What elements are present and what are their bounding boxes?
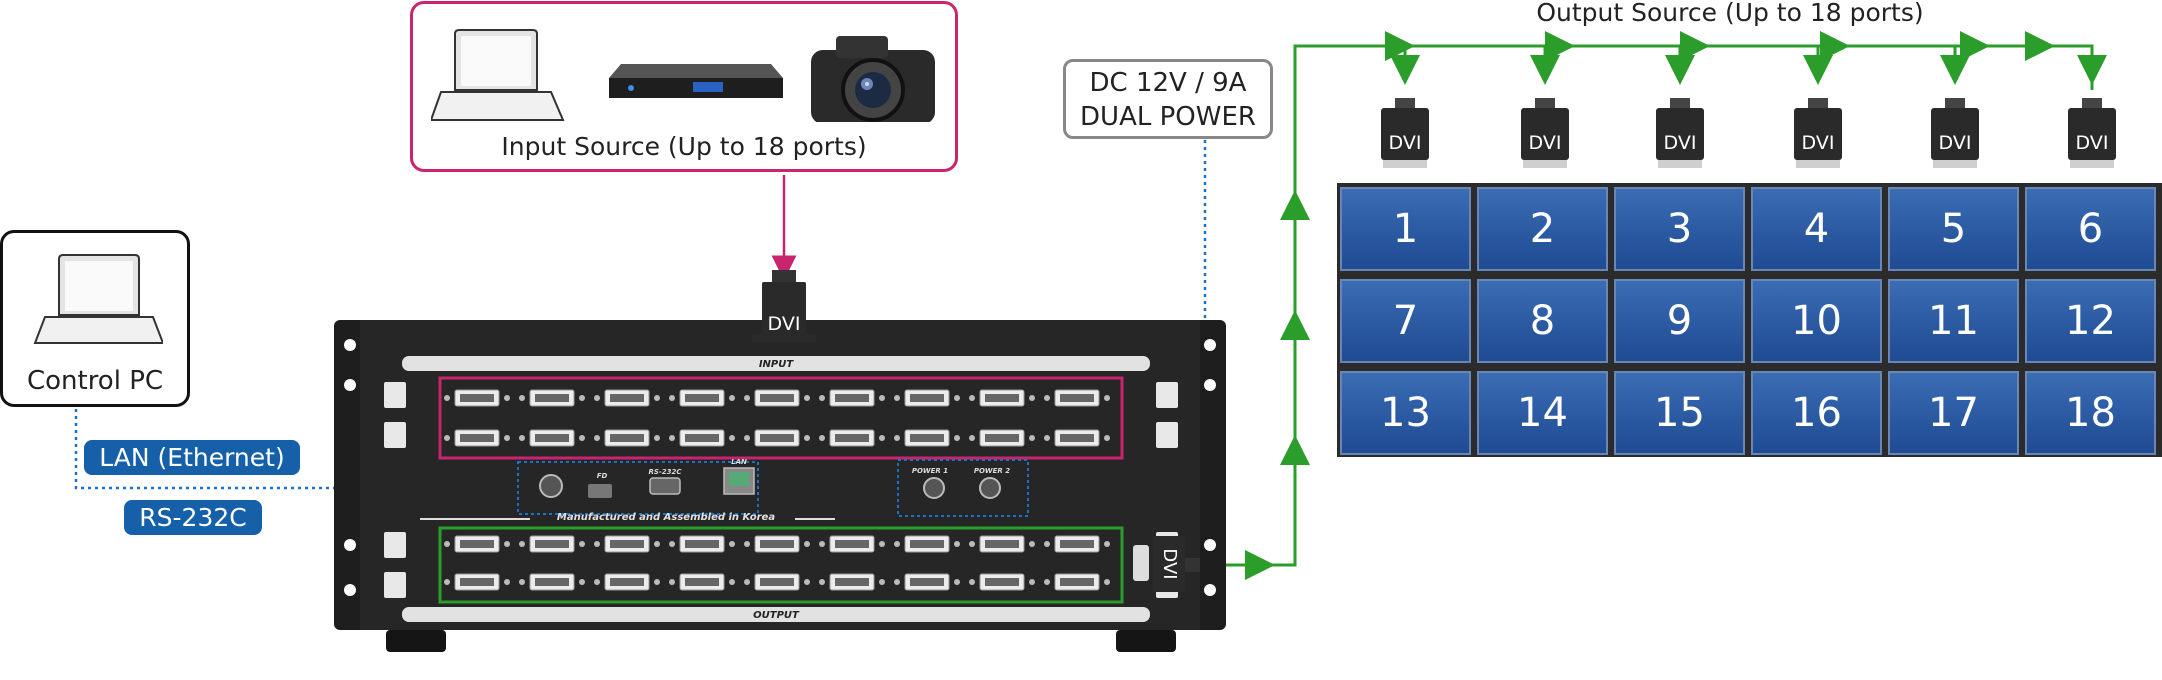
output-wiring (1200, 31, 2107, 580)
chassis-dvi-port (969, 429, 1035, 447)
screen-8: 8 (1477, 279, 1608, 363)
chassis-dvi-port (594, 573, 660, 591)
screen-1: 1 (1340, 187, 1471, 271)
screen-7: 7 (1340, 279, 1471, 363)
chassis-dvi-port (1044, 389, 1110, 407)
media-player-icon (609, 64, 783, 98)
input-source-label: Input Source (Up to 18 ports) (501, 132, 867, 161)
screen-13: 13 (1340, 371, 1471, 455)
screen-dvi-connectors: DVI DVI DVI DVI DVI DVI (1381, 98, 2116, 168)
chassis-dvi-port (519, 389, 585, 407)
chassis-rs232c-label: RS-232C (648, 468, 682, 476)
chassis-dvi-port (744, 429, 810, 447)
output-dvi-label: DVI (1159, 548, 1180, 579)
control-connection-line (74, 395, 520, 490)
chassis-dvi-port (894, 389, 960, 407)
chassis-output-label: OUTPUT (753, 610, 800, 621)
screen-17: 17 (1888, 371, 2019, 455)
chassis-dvi-port (444, 573, 510, 591)
chassis-dvi-port (669, 573, 735, 591)
screen-dvi-connector-4: DVI (1794, 98, 1842, 168)
screen-10: 10 (1751, 279, 1882, 363)
chassis-dvi-port (1044, 535, 1110, 553)
chassis-dvi-port (744, 535, 810, 553)
screen-16: 16 (1751, 371, 1882, 455)
screen-dvi-connector-6: DVI (2068, 98, 2116, 168)
chassis-dvi-port (1044, 573, 1110, 591)
screen-dvi-connector-5: DVI (1931, 98, 1979, 168)
screen-12: 12 (2025, 279, 2156, 363)
chassis-dvi-port (1044, 429, 1110, 447)
screen-3: 3 (1614, 187, 1745, 271)
screen-dvi-label-4: DVI (1802, 132, 1835, 154)
chassis-dvi-port (669, 389, 735, 407)
chassis-input-label: INPUT (759, 359, 795, 370)
chassis-dvi-port (669, 535, 735, 553)
chassis-dvi-port (519, 535, 585, 553)
screen-14: 14 (1477, 371, 1608, 455)
screen-5: 5 (1888, 187, 2019, 271)
chassis-dvi-port (894, 535, 960, 553)
input-source-box: Input Source (Up to 18 ports) (410, 1, 958, 172)
screen-dvi-label-2: DVI (1529, 132, 1562, 154)
screen-dvi-connector-1: DVI (1381, 98, 1429, 168)
chassis-dvi-port (744, 389, 810, 407)
chassis-dvi-port (669, 429, 735, 447)
control-pc-box: Control PC (0, 230, 190, 407)
screen-dvi-label-3: DVI (1664, 132, 1697, 154)
screen-dvi-connector-2: DVI (1521, 98, 1569, 168)
screen-15: 15 (1614, 371, 1745, 455)
screen-4: 4 (1751, 187, 1882, 271)
power-line-2: DUAL POWER (1080, 102, 1256, 132)
output-dvi-connector (1153, 536, 1185, 592)
laptop-icon (431, 29, 565, 121)
screen-18: 18 (2025, 371, 2156, 455)
control-pc-label: Control PC (26, 366, 164, 396)
input-dvi-connector (752, 270, 816, 342)
chassis-power1-label: POWER 1 (912, 467, 948, 475)
chassis-fd-label: FD (597, 472, 608, 480)
control-laptop-icon (33, 254, 163, 344)
chassis-dvi-port (894, 429, 960, 447)
chassis-dvi-port (819, 573, 885, 591)
chassis-dvi-port (444, 535, 510, 553)
lan-badge: LAN (Ethernet) (84, 440, 300, 475)
chassis-dvi-port (969, 389, 1035, 407)
camera-icon (811, 36, 935, 122)
chassis-dvi-port (444, 429, 510, 447)
chassis-dvi-port (819, 535, 885, 553)
chassis-dvi-port (444, 389, 510, 407)
chassis-dvi-port (969, 573, 1035, 591)
power-line-1: DC 12V / 9A (1089, 68, 1247, 98)
screen-11: 11 (1888, 279, 2019, 363)
chassis-dvi-port (519, 429, 585, 447)
output-source-label: Output Source (Up to 18 ports) (1536, 0, 1924, 27)
screen-dvi-label-6: DVI (2076, 132, 2109, 154)
chassis-dvi-port (819, 429, 885, 447)
chassis-made-in-label: Manufactured and Assembled in Korea (557, 512, 775, 523)
chassis-dvi-port (594, 389, 660, 407)
chassis-power2-label: POWER 2 (974, 467, 1010, 475)
power-box: DC 12V / 9A DUAL POWER (1063, 59, 1273, 139)
screen-9: 9 (1614, 279, 1745, 363)
chassis-lan-label: LAN (731, 458, 747, 466)
chassis-dvi-port (594, 535, 660, 553)
chassis-dvi-port (744, 573, 810, 591)
screen-6: 6 (2025, 187, 2156, 271)
screen-2: 2 (1477, 187, 1608, 271)
rs232c-badge: RS-232C (124, 500, 262, 535)
chassis-dvi-port (594, 429, 660, 447)
screen-dvi-connector-3: DVI (1656, 98, 1704, 168)
screen-dvi-label-5: DVI (1939, 132, 1972, 154)
chassis-dvi-port (819, 389, 885, 407)
dvi-port-rows (444, 389, 1110, 591)
chassis-dvi-port (969, 535, 1035, 553)
chassis-dvi-port (519, 573, 585, 591)
chassis-dvi-port (894, 573, 960, 591)
input-dvi-label: DVI (768, 313, 801, 335)
screen-dvi-label-1: DVI (1389, 132, 1422, 154)
